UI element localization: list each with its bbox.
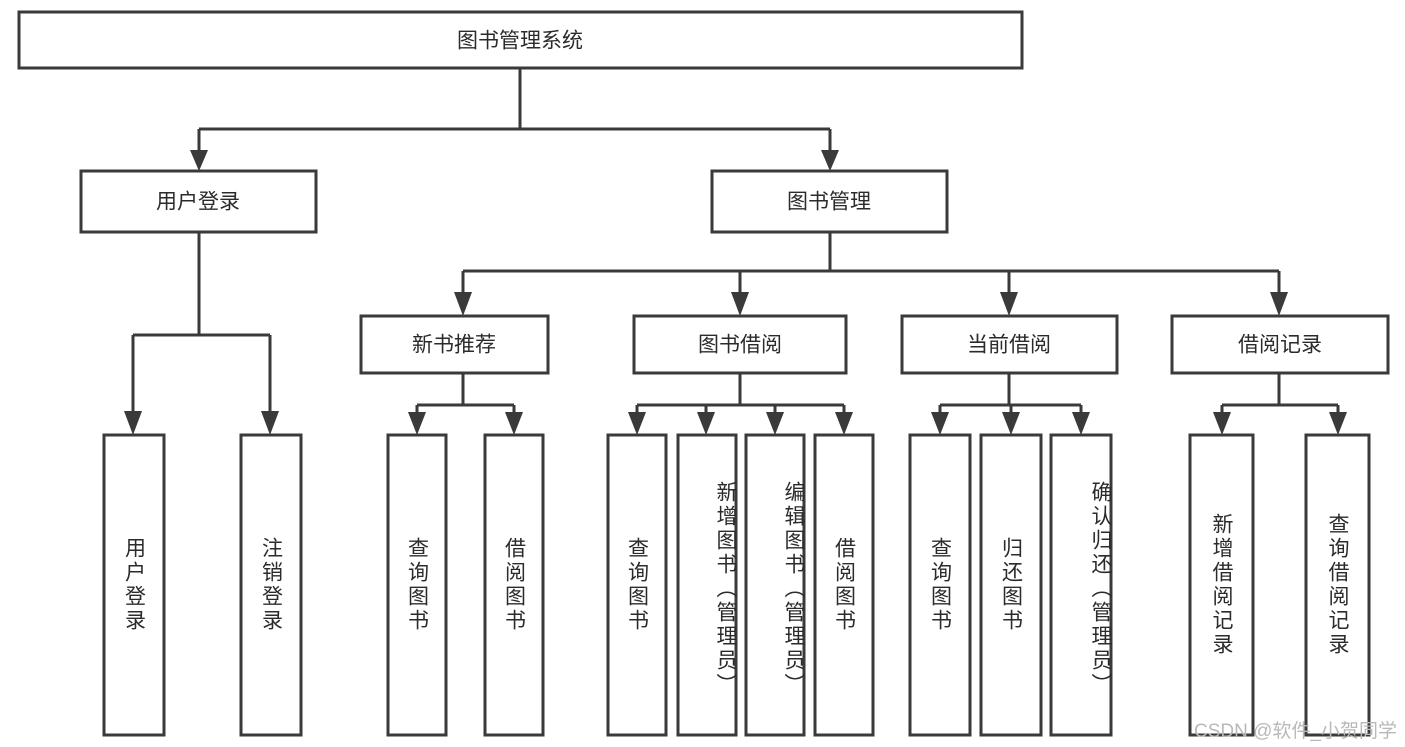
node-box-book-borrow[interactable]: [632, 314, 848, 375]
arrow-head-leaf-borrow-book-2: [835, 412, 853, 435]
node-box-user-login[interactable]: [79, 169, 318, 234]
arrow-head-leaf-query-book-3: [931, 412, 949, 435]
node-box-book-management[interactable]: [710, 169, 949, 234]
node-label-book-management: 图书管理: [787, 191, 871, 214]
arrow-head-leaf-logout-login: [261, 411, 279, 435]
arrow-head-leaf-add-book-admin: [697, 412, 715, 435]
arrow-head-book-management: [821, 150, 839, 171]
node-layer: 图书管理系统 用户登录 图书管理 新书推荐 图书借阅 当前借阅 借阅记录: [17, 10, 1390, 737]
arrow-head-new-book-recommend: [454, 292, 472, 316]
node-box-leaf-query-book-2[interactable]: [606, 433, 668, 737]
arrow-head-leaf-query-book-1: [408, 412, 426, 435]
arrow-head-current-borrow: [1000, 292, 1018, 316]
arrow-head-leaf-user-login: [124, 411, 142, 435]
node-box-leaf-return-book[interactable]: [979, 433, 1043, 737]
arrow-head-leaf-query-book-2: [628, 412, 646, 435]
node-box-leaf-user-login[interactable]: [102, 433, 166, 737]
arrow-head-borrow-record: [1270, 292, 1288, 316]
node-box-leaf-confirm-return-admin[interactable]: [1049, 433, 1113, 737]
arrow-head-leaf-add-borrow-record: [1213, 412, 1231, 435]
node-box-title[interactable]: [17, 10, 1024, 70]
node-label-title: 图书管理系统: [457, 30, 583, 53]
arrow-head-user-login: [190, 150, 208, 171]
node-box-leaf-edit-book-admin[interactable]: [744, 433, 806, 737]
node-label-current-borrow: 当前借阅: [967, 334, 1051, 357]
arrow-head-leaf-edit-book-admin: [766, 412, 784, 435]
node-box-leaf-add-borrow-record[interactable]: [1188, 433, 1255, 737]
node-label-new-book-recommend: 新书推荐: [412, 334, 496, 357]
node-label-user-login: 用户登录: [156, 191, 240, 214]
arrow-head-leaf-borrow-book-1: [505, 412, 523, 435]
node-box-leaf-logout-login[interactable]: [239, 433, 303, 737]
node-box-borrow-record[interactable]: [1170, 314, 1390, 375]
node-box-current-borrow[interactable]: [900, 314, 1119, 375]
node-label-book-borrow: 图书借阅: [698, 334, 782, 357]
node-box-leaf-query-borrow-record[interactable]: [1304, 433, 1371, 737]
arrow-head-leaf-return-book: [1002, 412, 1020, 435]
node-box-leaf-add-book-admin[interactable]: [676, 433, 738, 737]
node-box-leaf-borrow-book-1[interactable]: [483, 433, 545, 737]
connector-layer: [124, 68, 1347, 435]
node-box-new-book-recommend[interactable]: [359, 314, 550, 375]
node-box-leaf-borrow-book-2[interactable]: [813, 433, 875, 737]
node-box-leaf-query-book-3[interactable]: [908, 433, 972, 737]
arrow-head-leaf-query-borrow-record: [1329, 412, 1347, 435]
arrow-head-leaf-confirm-return: [1072, 412, 1090, 435]
arrow-head-book-borrow: [731, 292, 749, 316]
node-label-borrow-record: 借阅记录: [1238, 334, 1322, 357]
node-box-leaf-query-book-1[interactable]: [386, 433, 448, 737]
